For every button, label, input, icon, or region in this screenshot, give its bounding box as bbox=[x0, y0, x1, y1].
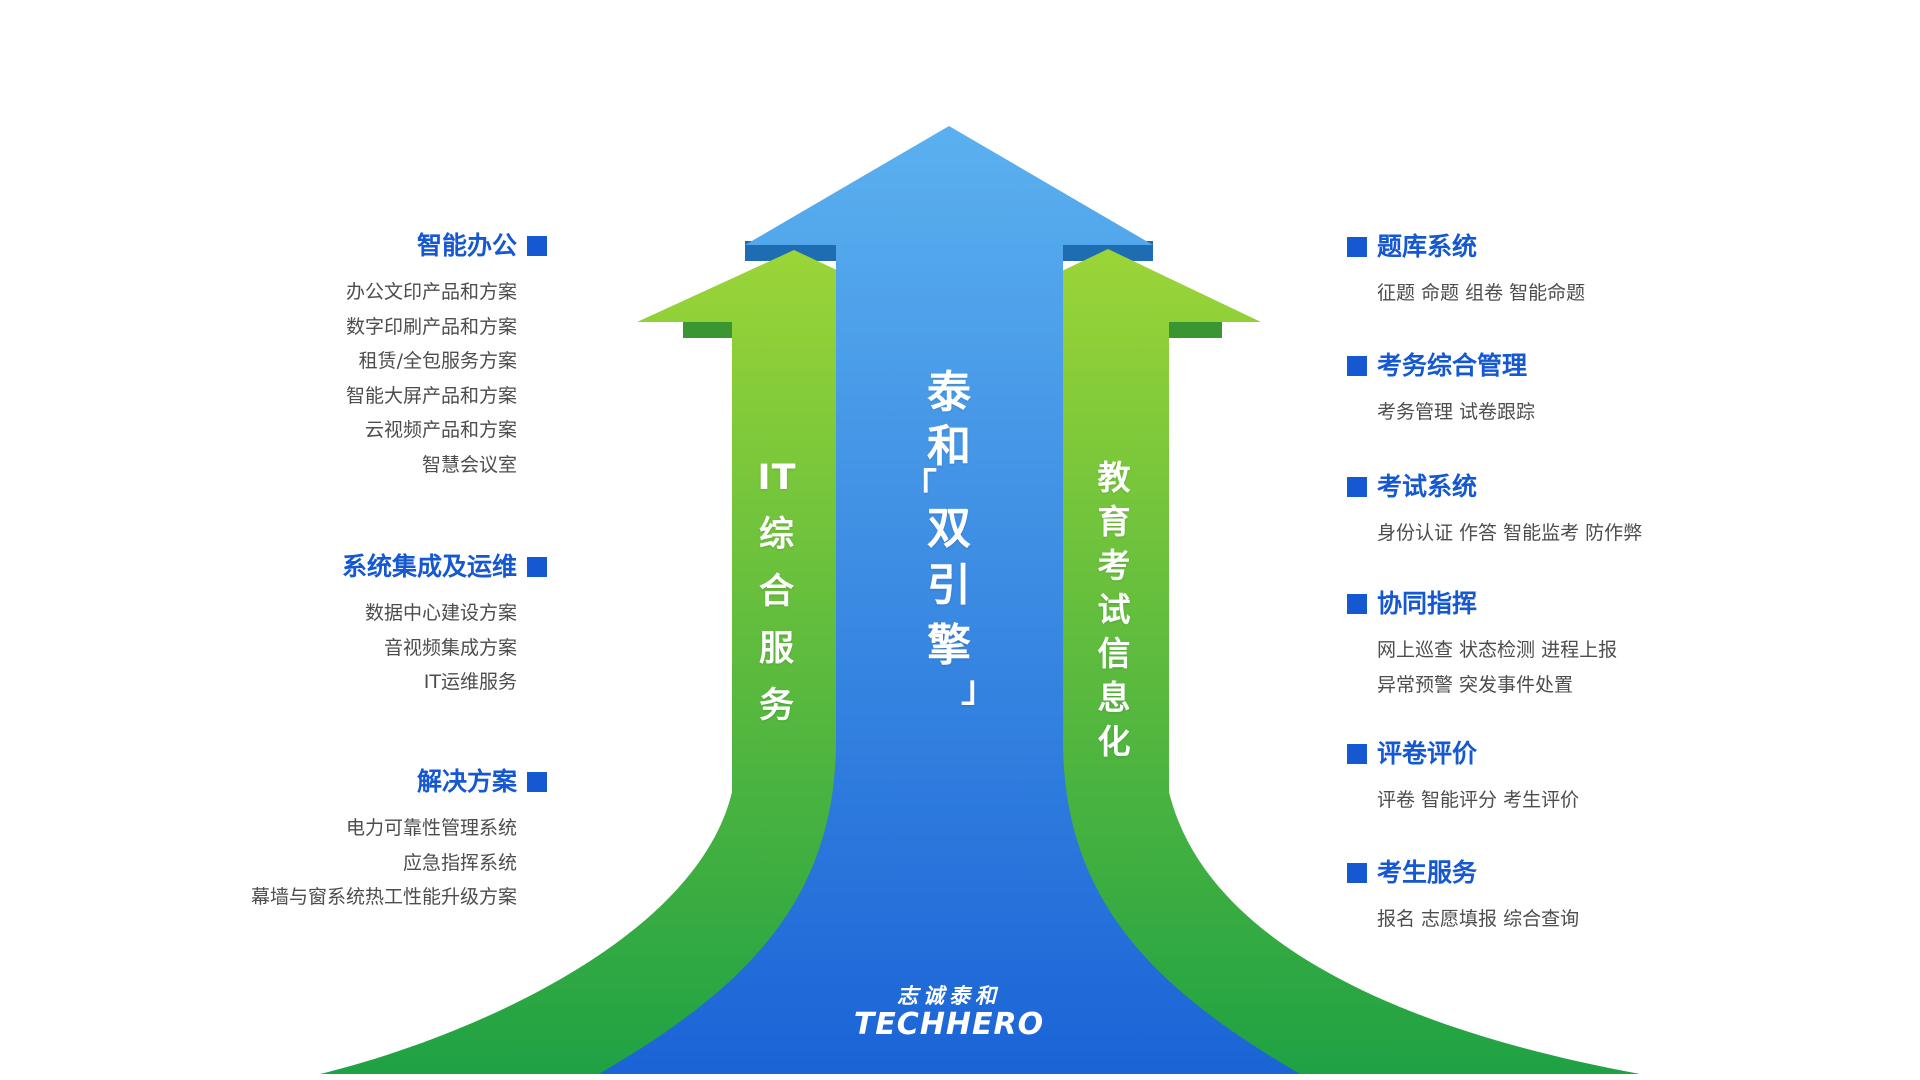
section-heading: 题库系统 bbox=[1347, 231, 1585, 263]
center-arrow-head-shape bbox=[745, 126, 1153, 245]
logo: 志诚泰和 TECHHERO bbox=[809, 984, 1089, 1041]
vertical-char: 化 bbox=[1097, 722, 1131, 761]
section-item: 云视频产品和方案 bbox=[364, 419, 517, 441]
left-section-smart-office: 智能办公 办公文印产品和方案 数字印刷产品和方案 租赁/全包服务方案 智能大屏产… bbox=[346, 230, 547, 482]
vertical-char: IT bbox=[757, 458, 797, 498]
open-bracket-glyph: 「 bbox=[900, 467, 937, 508]
bullet-square-icon bbox=[1347, 237, 1367, 257]
section-item: 网上巡查 状态检测 进程上报 bbox=[1377, 639, 1618, 661]
bullet-square-icon bbox=[1347, 477, 1367, 497]
vertical-char: 服 bbox=[758, 629, 795, 669]
section-item: 异常预警 突发事件处置 bbox=[1377, 674, 1574, 696]
center-arrow-label: 泰 和 「 双 引 擎 」 bbox=[889, 366, 1009, 710]
section-item: 考务管理 试卷跟踪 bbox=[1377, 401, 1536, 423]
section-heading: 考务综合管理 bbox=[1347, 350, 1535, 382]
section-items: 考务管理 试卷跟踪 bbox=[1377, 395, 1535, 430]
right-arrow-body-shape bbox=[1059, 318, 1640, 1074]
section-item: 幕墙与窗系统热工性能升级方案 bbox=[250, 886, 517, 908]
section-title: 考试系统 bbox=[1377, 472, 1478, 501]
left-section-system-integration: 系统集成及运维 数据中心建设方案 音视频集成方案 IT运维服务 bbox=[342, 551, 547, 700]
vertical-char: 教 bbox=[1097, 458, 1131, 497]
close-bracket-glyph: 」 bbox=[960, 669, 997, 710]
vertical-char: 和 bbox=[927, 421, 971, 472]
section-items: 身份认证 作答 智能监考 防作弊 bbox=[1377, 516, 1642, 551]
bullet-square-icon bbox=[527, 772, 547, 792]
section-heading: 考试系统 bbox=[1347, 471, 1642, 503]
section-heading: 协同指挥 bbox=[1347, 588, 1617, 620]
logo-en-text: TECHHERO bbox=[853, 1007, 1045, 1042]
section-heading: 评卷评价 bbox=[1347, 738, 1579, 770]
section-item: 征题 命题 组卷 智能命题 bbox=[1377, 282, 1586, 304]
section-heading: 系统集成及运维 bbox=[342, 551, 547, 583]
section-items: 办公文印产品和方案 数字印刷产品和方案 租赁/全包服务方案 智能大屏产品和方案 … bbox=[346, 275, 517, 482]
vertical-char: 综 bbox=[758, 515, 795, 555]
section-item: 报名 志愿填报 综合查询 bbox=[1377, 908, 1580, 930]
section-item: IT运维服务 bbox=[423, 671, 517, 693]
bullet-square-icon bbox=[527, 557, 547, 577]
section-item: 评卷 智能评分 考生评价 bbox=[1377, 789, 1580, 811]
section-items: 数据中心建设方案 音视频集成方案 IT运维服务 bbox=[342, 596, 517, 700]
section-heading: 考生服务 bbox=[1347, 857, 1579, 889]
section-item: 数据中心建设方案 bbox=[364, 602, 517, 624]
vertical-char: 双 bbox=[927, 503, 971, 554]
vertical-char: 信 bbox=[1097, 634, 1131, 673]
section-items: 征题 命题 组卷 智能命题 bbox=[1377, 276, 1585, 311]
vertical-char: 引 bbox=[927, 560, 971, 611]
section-item: 租赁/全包服务方案 bbox=[358, 350, 517, 372]
left-arrow-body-shape bbox=[320, 318, 842, 1074]
section-heading: 解决方案 bbox=[251, 766, 547, 798]
vertical-char: 擎 bbox=[927, 620, 971, 671]
vertical-char: 试 bbox=[1097, 590, 1131, 629]
section-title: 解决方案 bbox=[416, 767, 517, 796]
bullet-square-icon bbox=[1347, 356, 1367, 376]
bullet-square-icon bbox=[1347, 744, 1367, 764]
vertical-char: 合 bbox=[758, 572, 795, 612]
section-items: 评卷 智能评分 考生评价 bbox=[1377, 783, 1579, 818]
section-item: 应急指挥系统 bbox=[402, 851, 517, 874]
vertical-char: 育 bbox=[1097, 502, 1131, 541]
section-item: 数字印刷产品和方案 bbox=[345, 315, 517, 338]
section-title: 题库系统 bbox=[1377, 232, 1478, 261]
right-section-question-bank: 题库系统 征题 命题 组卷 智能命题 bbox=[1347, 231, 1585, 311]
vertical-char: 考 bbox=[1097, 546, 1131, 585]
section-item: 身份认证 作答 智能监考 防作弊 bbox=[1377, 522, 1643, 544]
section-items: 网上巡查 状态检测 进程上报 异常预警 突发事件处置 bbox=[1377, 633, 1617, 703]
section-item: 智慧会议室 bbox=[421, 453, 517, 476]
left-arrow-label: IT 综 合 服 务 bbox=[737, 450, 817, 735]
section-title: 考务综合管理 bbox=[1377, 351, 1528, 380]
section-item: 办公文印产品和方案 bbox=[345, 281, 517, 303]
right-section-exam-system: 考试系统 身份认证 作答 智能监考 防作弊 bbox=[1347, 471, 1642, 551]
section-title: 系统集成及运维 bbox=[341, 552, 517, 581]
bullet-square-icon bbox=[527, 236, 547, 256]
vertical-char: 息 bbox=[1097, 678, 1131, 717]
bullet-square-icon bbox=[1347, 594, 1367, 614]
center-arrow-body-shape bbox=[599, 241, 1300, 1074]
section-title: 智能办公 bbox=[416, 231, 517, 260]
section-title: 评卷评价 bbox=[1377, 739, 1478, 768]
section-items: 电力可靠性管理系统 应急指挥系统 幕墙与窗系统热工性能升级方案 bbox=[251, 811, 517, 915]
section-heading: 智能办公 bbox=[346, 230, 547, 262]
right-section-scoring: 评卷评价 评卷 智能评分 考生评价 bbox=[1347, 738, 1579, 818]
section-title: 考生服务 bbox=[1377, 858, 1478, 887]
section-item: 音视频集成方案 bbox=[383, 636, 517, 659]
section-item: 电力可靠性管理系统 bbox=[345, 817, 517, 839]
logo-cn-text: 志诚泰和 bbox=[897, 984, 1001, 1008]
right-section-exam-admin: 考务综合管理 考务管理 试卷跟踪 bbox=[1347, 350, 1535, 430]
section-item: 智能大屏产品和方案 bbox=[345, 384, 517, 407]
vertical-char: 泰 bbox=[927, 367, 971, 418]
right-section-candidate-service: 考生服务 报名 志愿填报 综合查询 bbox=[1347, 857, 1579, 937]
section-items: 报名 志愿填报 综合查询 bbox=[1377, 902, 1579, 937]
right-arrow-label: 教 育 考 试 信 息 化 bbox=[1074, 456, 1154, 764]
bullet-square-icon bbox=[1347, 863, 1367, 883]
right-section-coordination: 协同指挥 网上巡查 状态检测 进程上报 异常预警 突发事件处置 bbox=[1347, 588, 1617, 703]
vertical-char: 务 bbox=[758, 686, 795, 726]
left-section-solutions: 解决方案 电力可靠性管理系统 应急指挥系统 幕墙与窗系统热工性能升级方案 bbox=[251, 766, 547, 915]
section-title: 协同指挥 bbox=[1377, 589, 1478, 618]
